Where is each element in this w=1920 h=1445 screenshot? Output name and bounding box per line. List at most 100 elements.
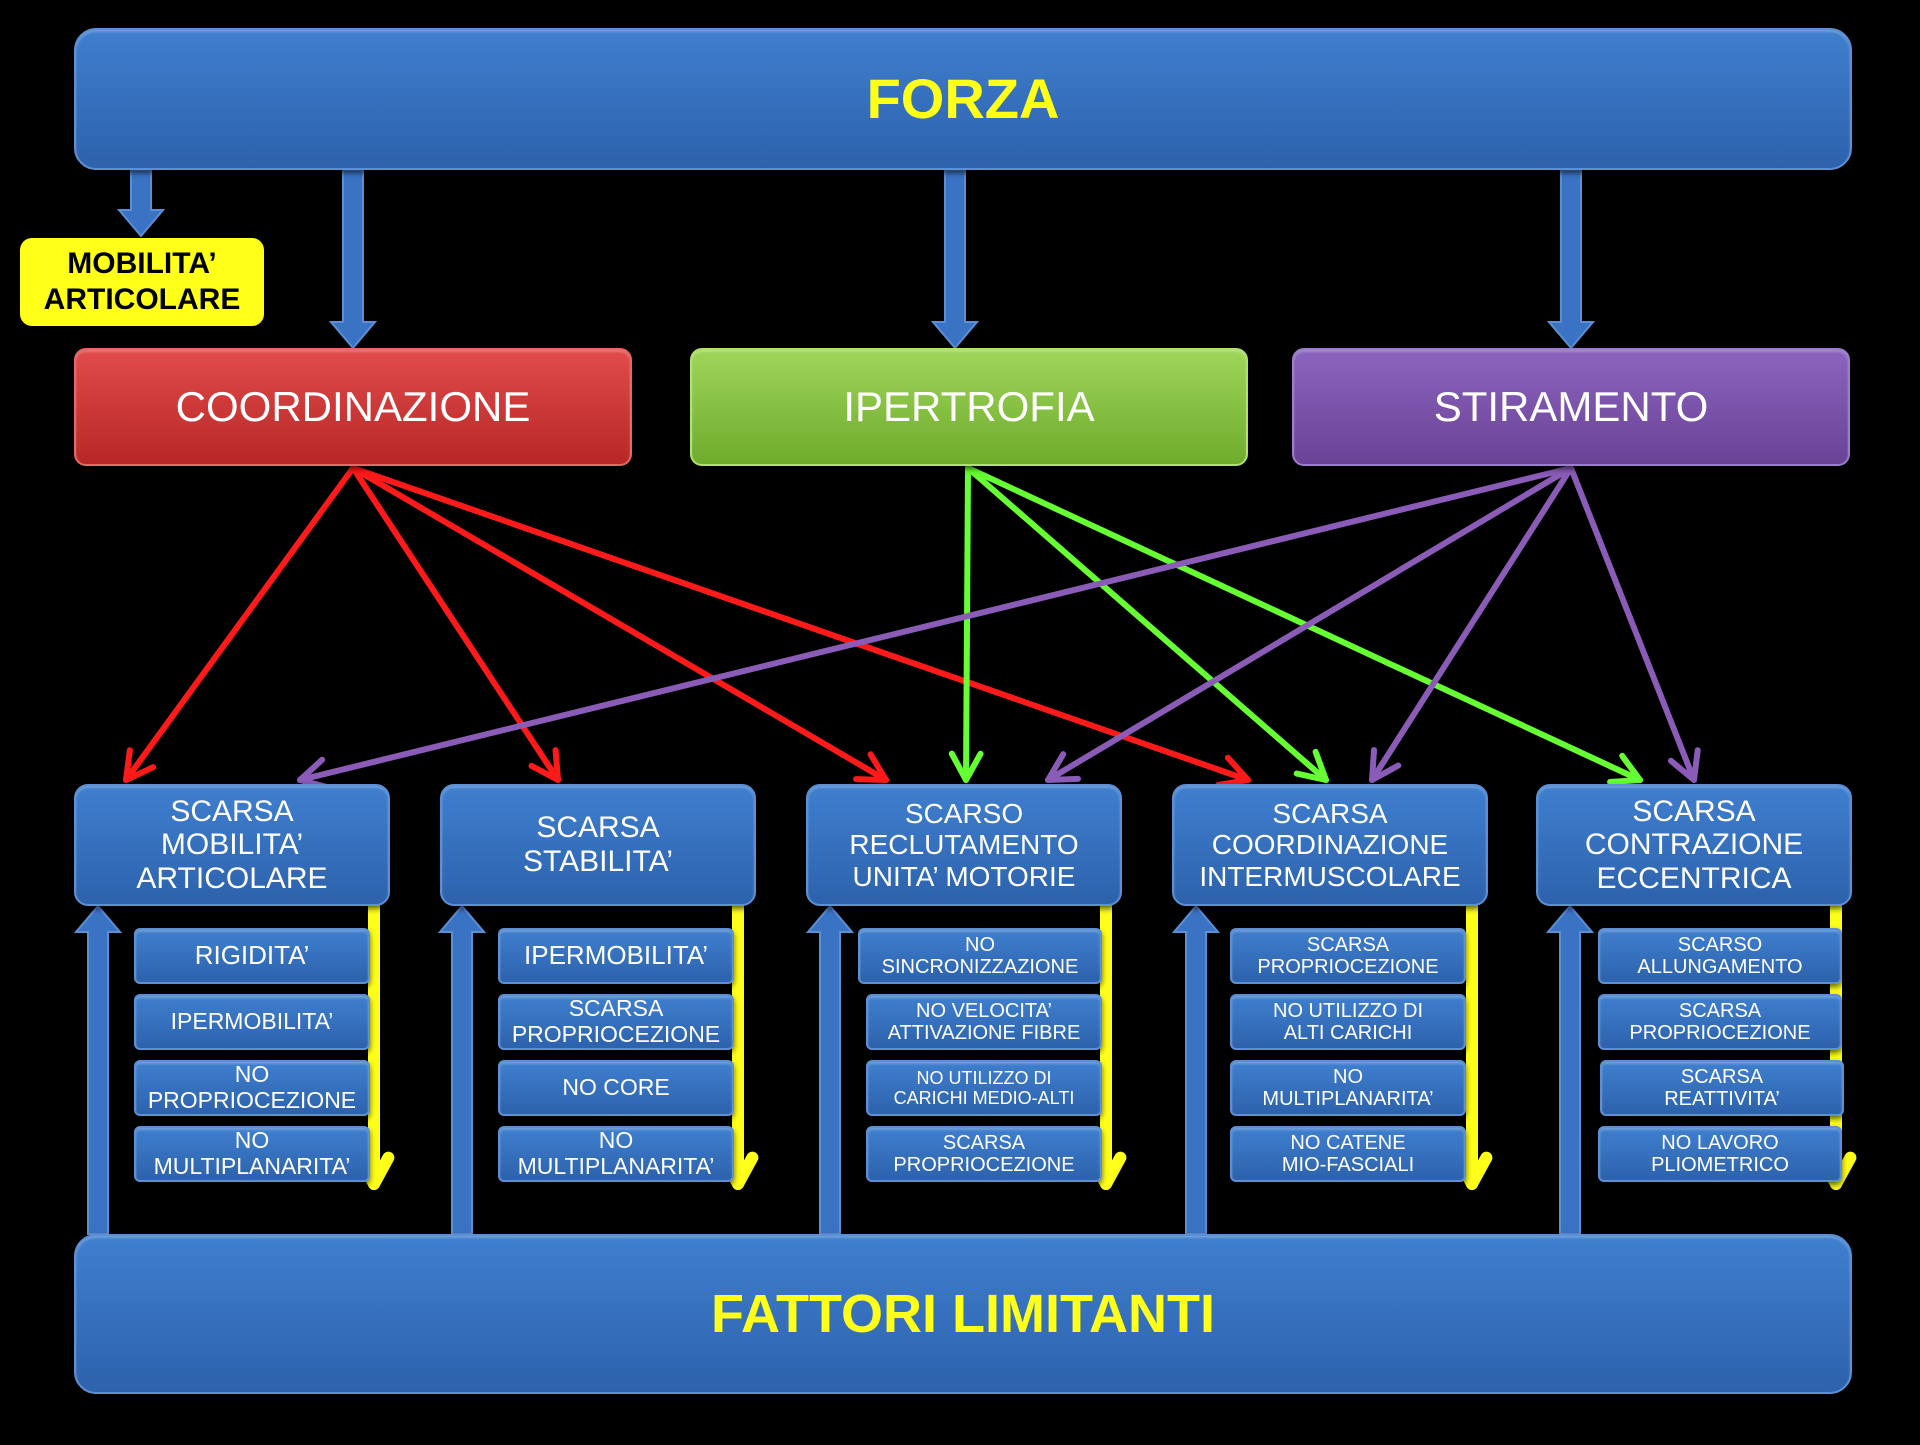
factor-line: PLIOMETRICO: [1651, 1154, 1789, 1176]
limit-scarso-reclutamento: SCARSO RECLUTAMENTO UNITA’ MOTORIE: [806, 784, 1122, 906]
factor-line: MIO-FASCIALI: [1281, 1154, 1415, 1176]
factor-line: SINCRONIZZAZIONE: [881, 956, 1079, 978]
limit-line: SCARSA: [1632, 794, 1756, 828]
limit-line: CONTRAZIONE: [1584, 828, 1804, 862]
factor-no-core: NO CORE: [498, 1060, 734, 1116]
category-stiramento: STIRAMENTO: [1292, 348, 1850, 466]
factor-line: MULTIPLANARITA’: [517, 1153, 715, 1179]
factor-line: PROPRIOCEZIONE: [511, 1021, 721, 1047]
stiramento-connector-4: [1568, 465, 1697, 783]
factor-no-utilizzo-alti-carichi: NO UTILIZZO DI ALTI CARICHI: [1230, 994, 1466, 1050]
factor-line: SCARSA: [568, 995, 664, 1022]
limit-up-arrow-2: [437, 904, 487, 1235]
ipertrofia-connector-1: [963, 465, 971, 783]
coordinazione-connector-2-head: [528, 747, 561, 783]
limit-line: SCARSA: [170, 794, 294, 828]
forza-to-stiramento-arrow: [1546, 169, 1596, 350]
limit-line: INTERMUSCOLARE: [1199, 860, 1461, 892]
coordinazione-connector-3: [350, 465, 889, 783]
factor-line: NO LAVORO: [1661, 1131, 1779, 1154]
limit-line: SCARSA: [1272, 797, 1388, 829]
factor-line: NO: [598, 1127, 634, 1154]
factor-line: CARICHI MEDIO-ALTI: [893, 1088, 1075, 1108]
forza-title: FORZA: [866, 66, 1060, 130]
factor-line: MULTIPLANARITA’: [153, 1153, 351, 1179]
limit-line: ECCENTRICA: [1596, 861, 1792, 895]
factor-line: MULTIPLANARITA’: [1262, 1088, 1434, 1110]
factor-line: SCARSO: [1677, 933, 1763, 956]
limit-scarsa-contrazione: SCARSA CONTRAZIONE ECCENTRICA: [1536, 784, 1852, 906]
factor-line: SCARSA: [1680, 1065, 1764, 1088]
factor-scarsa-propriocezione: SCARSA PROPRIOCEZIONE: [866, 1126, 1102, 1182]
category-coordinazione-label: COORDINAZIONE: [175, 383, 531, 431]
factor-no-velocita: NO VELOCITA’ ATTIVAZIONE FIBRE: [866, 994, 1102, 1050]
factor-line: NO: [234, 1127, 270, 1154]
limit-line: STABILITA’: [522, 845, 674, 878]
factor-no-multiplanarita: NO MULTIPLANARITA’: [1230, 1060, 1466, 1116]
mobility-badge-line-1: MOBILITA’: [67, 247, 217, 280]
factor-rigidita: RIGIDITA’: [134, 928, 370, 984]
stiramento-connector-1: [297, 465, 1574, 783]
coordinazione-connector-3-head: [853, 751, 889, 783]
stiramento-connector-2-head: [1045, 751, 1081, 783]
ipertrofia-connector-2: [965, 465, 1329, 783]
stiramento-connector-2: [1045, 465, 1574, 783]
factor-ipermobilita: IPERMOBILITA’: [134, 994, 370, 1050]
factor-ipermobilita: IPERMOBILITA’: [498, 928, 734, 984]
limit-up-arrow-3: [805, 904, 855, 1235]
factor-line: NO UTILIZZO DI: [916, 1067, 1052, 1088]
forza-to-ipertrofia-arrow: [930, 169, 980, 350]
stiramento-connector-3-head: [1369, 747, 1402, 783]
factor-line: NO: [234, 1061, 270, 1088]
factor-line: NO UTILIZZO DI: [1273, 999, 1423, 1022]
limit-up-arrow-1: [73, 904, 123, 1235]
fattori-limitanti-title: FATTORI LIMITANTI: [711, 1283, 1215, 1344]
coordinazione-connector-1: [123, 465, 356, 783]
stiramento-connector-3: [1369, 465, 1574, 783]
factor-scarsa-reattivita: SCARSA REATTIVITA’: [1600, 1060, 1844, 1116]
limit-up-arrow-4: [1171, 904, 1221, 1235]
category-coordinazione: COORDINAZIONE: [74, 348, 632, 466]
factor-line: IPERMOBILITA’: [170, 1008, 334, 1035]
limit-up-arrow-5: [1545, 904, 1595, 1235]
limit-scarsa-stabilita: SCARSA STABILITA’: [440, 784, 756, 906]
factor-scarsa-propriocezione: SCARSA PROPRIOCEZIONE: [1230, 928, 1466, 984]
factor-line: NO CORE: [562, 1074, 670, 1101]
limit-line: UNITA’ MOTORIE: [852, 860, 1076, 892]
factor-line: SCARSA: [1678, 999, 1762, 1022]
factor-line: REATTIVITA’: [1664, 1088, 1780, 1110]
ipertrofia-connector-2-head: [1293, 748, 1329, 783]
factor-line: NO: [965, 933, 995, 956]
category-stiramento-label: STIRAMENTO: [1433, 383, 1709, 431]
limit-line: RECLUTAMENTO: [849, 829, 1079, 861]
factor-no-multiplanarita: NO MULTIPLANARITA’: [498, 1126, 734, 1182]
limit-scarsa-coordinazione: SCARSA COORDINAZIONE INTERMUSCOLARE: [1172, 784, 1488, 906]
limit-line: ARTICOLARE: [136, 861, 328, 895]
factor-line: RIGIDITA’: [194, 940, 310, 971]
forza-header: FORZA: [74, 28, 1852, 170]
forza-to-coordinazione-arrow: [328, 169, 378, 350]
limit-line: COORDINAZIONE: [1211, 829, 1449, 861]
coordinazione-connector-2: [350, 465, 561, 783]
factor-no-utilizzo-carichi-medio-alti: NO UTILIZZO DI CARICHI MEDIO-ALTI: [866, 1060, 1102, 1116]
limit-line: MOBILITA’: [160, 828, 304, 862]
factor-scarsa-propriocezione: SCARSA PROPRIOCEZIONE: [498, 994, 734, 1050]
limit-line: SCARSO: [904, 797, 1024, 829]
fattori-limitanti-footer: FATTORI LIMITANTI: [74, 1234, 1852, 1394]
factor-scarso-allungamento: SCARSO ALLUNGAMENTO: [1598, 928, 1842, 984]
limit-scarsa-mobilita: SCARSA MOBILITA’ ARTICOLARE: [74, 784, 390, 906]
mobility-badge-line-2: ARTICOLARE: [43, 283, 241, 316]
factor-line: NO CATENE: [1290, 1131, 1406, 1154]
stiramento-connector-4-head: [1667, 747, 1701, 783]
factor-line: PROPRIOCEZIONE: [1629, 1022, 1811, 1044]
coordinazione-connector-4: [350, 465, 1251, 783]
factor-no-sincronizzazione: NO SINCRONIZZAZIONE: [858, 928, 1102, 984]
factor-line: PROPRIOCEZIONE: [147, 1087, 357, 1113]
category-ipertrofia: IPERTROFIA: [690, 348, 1248, 466]
factor-line: ALTI CARICHI: [1283, 1022, 1413, 1044]
factor-no-lavoro-pliometrico: NO LAVORO PLIOMETRICO: [1598, 1126, 1842, 1182]
factor-line: IPERMOBILITA’: [524, 940, 708, 971]
coordinazione-connector-4-head: [1215, 754, 1251, 788]
mobility-badge: MOBILITA’ ARTICOLARE: [20, 238, 264, 326]
category-ipertrofia-label: IPERTROFIA: [843, 383, 1095, 431]
